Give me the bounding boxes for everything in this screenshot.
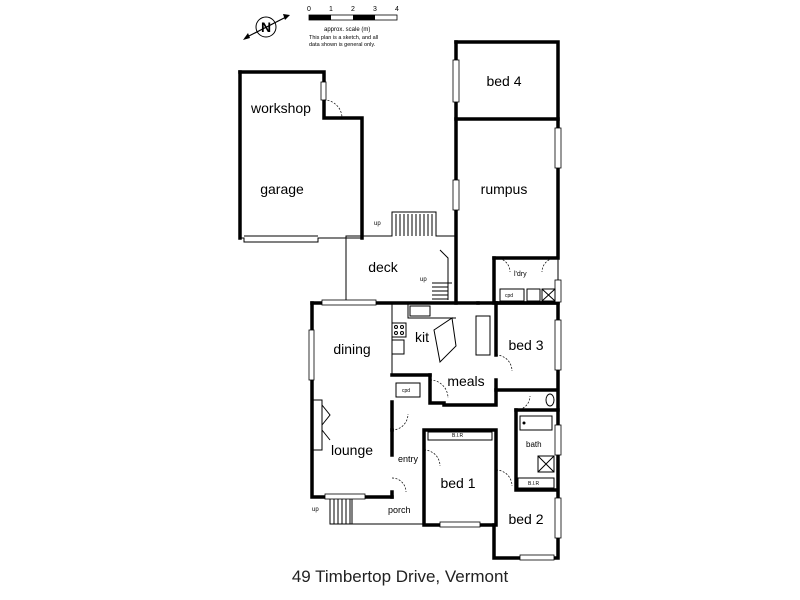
room-label-meals: meals [447,373,484,389]
room-label-bed3: bed 3 [508,337,543,353]
up-label-deck: up [374,221,381,227]
cpd-label-meals: cpd [402,388,410,394]
room-label-garage: garage [260,181,304,197]
north-arrow-icon: N [243,14,290,40]
scale-tick-1: 1 [329,6,333,13]
room-label-bed4: bed 4 [486,73,521,89]
scale-tick-4: 4 [395,6,399,13]
bath-fixtures [499,288,556,473]
room-label-deck: deck [368,259,399,275]
room-label-entry: entry [398,454,419,464]
room-label-rumpus: rumpus [481,181,528,197]
cpd-label-laundry: cpd [505,293,513,299]
room-label-porch: porch [388,505,411,515]
garage-block [238,70,364,243]
scale-caption: approx. scale (m) [324,27,370,33]
doors [391,257,557,493]
room-label-kit: kit [415,329,429,345]
robes: B.I.R B.I.R [427,431,555,489]
kitchen-fixtures [311,305,431,451]
scale-bar: 0 1 2 3 4 approx. scale (m) This plan is… [307,6,399,48]
up-label-deck-2: up [420,277,427,283]
north-label: N [261,19,271,35]
room-label-bed1: bed 1 [440,475,475,491]
deck-area: up up [345,211,456,303]
up-label-porch: up [312,507,319,513]
scale-tick-2: 2 [351,6,355,13]
room-label-lounge: lounge [331,442,373,458]
scale-tick-3: 3 [373,6,377,13]
porch-steps: up [312,497,424,525]
property-address: 49 Timbertop Drive, Vermont [291,567,509,586]
scale-tick-0: 0 [307,6,311,13]
robe-label-bed1: B.I.R [452,433,464,439]
windows [308,59,562,561]
robe-label-bed2: B.I.R [528,481,540,487]
scale-note-2: data shown is general only. [309,42,376,48]
room-label-workshop: workshop [250,100,311,116]
room-label-bath: bath [526,440,542,449]
room-label-dining: dining [333,341,370,357]
scale-note-1: This plan is a sketch, and all [309,35,378,41]
room-label-bed2: bed 2 [508,511,543,527]
room-label-laundry: l'dry [514,271,527,278]
